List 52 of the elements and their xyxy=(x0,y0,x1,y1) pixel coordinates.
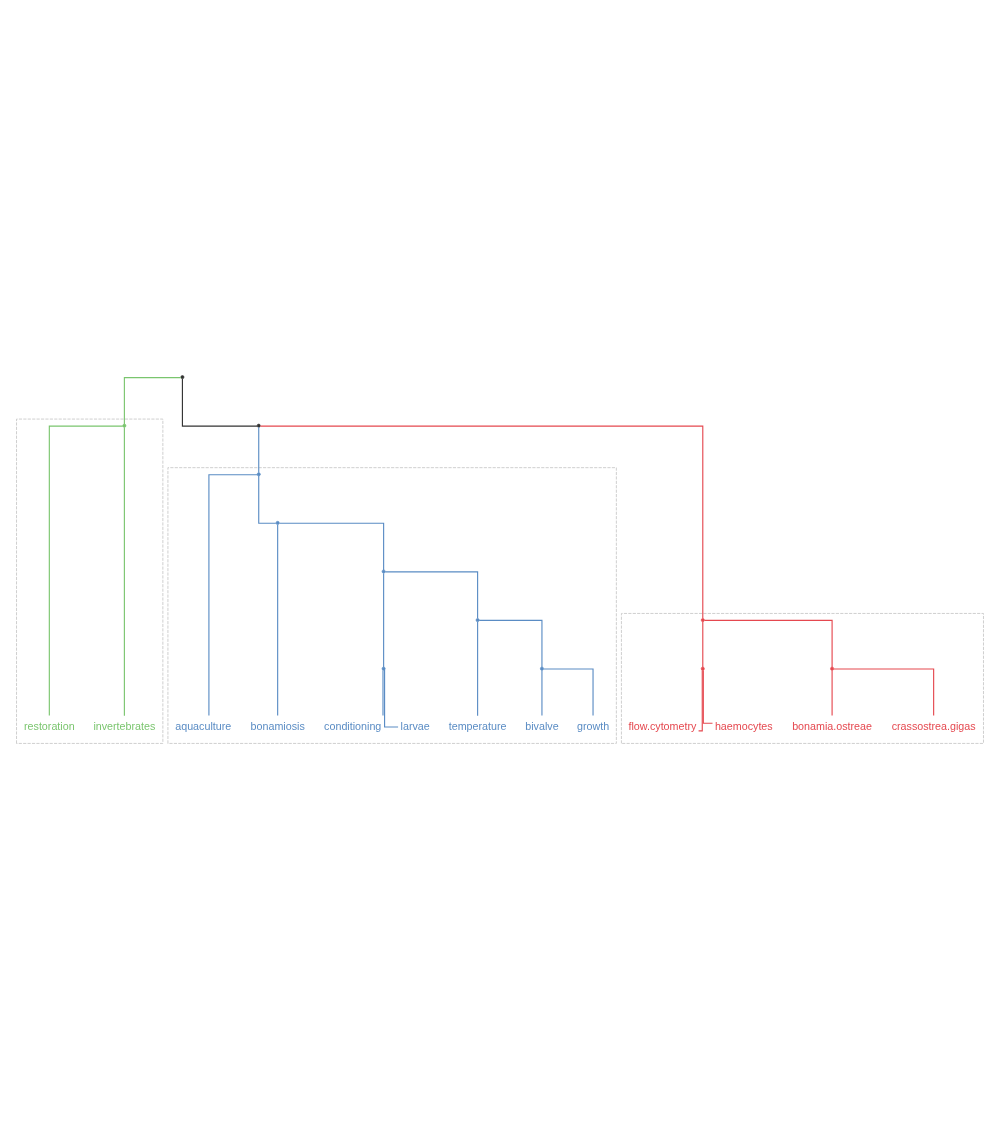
connector xyxy=(478,619,543,668)
node-text: haemocytes xyxy=(714,719,773,732)
node-text: bivalve xyxy=(525,719,559,732)
connector xyxy=(382,669,384,717)
connector xyxy=(384,669,399,728)
node-point xyxy=(256,423,261,428)
connector xyxy=(702,621,704,668)
node-point xyxy=(256,472,261,477)
connector xyxy=(383,572,385,668)
connector xyxy=(277,524,279,717)
cluster xyxy=(16,418,164,744)
node-text: bonamia.ostreae xyxy=(792,719,873,732)
node-point xyxy=(830,666,834,671)
connector xyxy=(833,668,935,717)
node-point xyxy=(122,423,127,428)
connector xyxy=(48,425,124,717)
node-text: invertebrates xyxy=(93,719,156,732)
node-point xyxy=(700,666,705,671)
connector xyxy=(703,619,833,668)
node-point xyxy=(381,666,386,671)
connector xyxy=(698,669,703,732)
node-text: larvae xyxy=(400,719,430,732)
connector xyxy=(123,377,182,425)
node-point xyxy=(381,569,386,574)
node-text: growth xyxy=(576,719,610,732)
node-text: bonamiosis xyxy=(250,719,305,732)
connector xyxy=(702,669,714,724)
connector xyxy=(541,669,543,717)
connector xyxy=(831,669,833,717)
cluster xyxy=(621,613,984,744)
node-text: aquaculture xyxy=(175,719,232,732)
node-text: flow.cytometry xyxy=(628,719,697,732)
node-text: crassostrea.gigas xyxy=(891,719,976,732)
connector xyxy=(258,475,277,524)
connector xyxy=(258,426,260,474)
node-text: restoration xyxy=(24,719,75,732)
connector xyxy=(123,426,125,717)
node-text: temperature xyxy=(448,719,507,732)
node-text: conditioning xyxy=(324,719,382,732)
node-point xyxy=(475,618,480,622)
connector xyxy=(208,474,258,717)
connector xyxy=(543,668,594,717)
connector xyxy=(384,571,479,620)
connector xyxy=(181,378,258,427)
connector xyxy=(259,425,704,619)
node-point xyxy=(540,666,544,671)
cluster xyxy=(167,467,617,744)
connector xyxy=(278,522,385,571)
node-point xyxy=(700,618,705,622)
node-point xyxy=(180,375,185,379)
connector xyxy=(477,621,479,717)
node-point xyxy=(275,521,280,525)
